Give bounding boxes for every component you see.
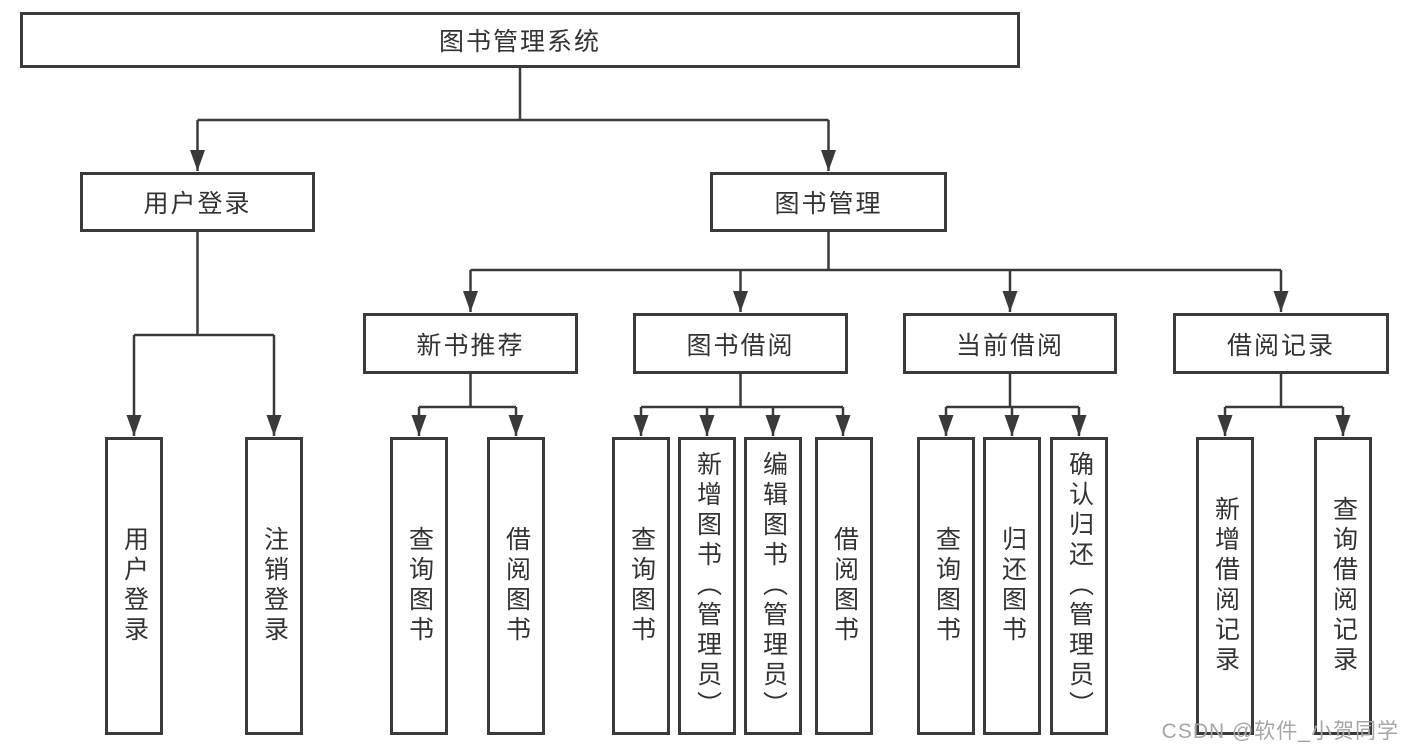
- leaf-user-login: 用户登录: [105, 437, 163, 735]
- node-label: 借阅图书: [502, 526, 531, 646]
- node-book-management-branch: 图书管理: [710, 172, 947, 232]
- leaf-query-books-recommend: 查询图书: [390, 437, 448, 735]
- node-label: 新增借阅记录: [1211, 496, 1240, 676]
- node-label: 用户登录: [143, 190, 252, 218]
- node-label: 借阅记录: [1226, 331, 1335, 360]
- node-label: 新书推荐: [416, 331, 525, 360]
- node-label: 图书管理: [774, 190, 883, 218]
- leaf-query-books-current: 查询图书: [917, 437, 975, 735]
- node-label: 查询图书: [932, 526, 961, 646]
- node-label: 图书借阅: [686, 331, 795, 360]
- leaf-return-books: 归还图书: [983, 437, 1041, 735]
- leaf-edit-books-admin: 编辑图书（管理员）: [744, 437, 802, 735]
- node-label: 图书管理系统: [438, 28, 601, 56]
- leaf-confirm-return-admin: 确认归还（管理员）: [1050, 437, 1108, 735]
- node-label: 编辑图书（管理员）: [759, 451, 788, 721]
- node-label: 查询图书: [405, 526, 434, 646]
- node-label: 借阅图书: [830, 526, 859, 646]
- leaf-add-books-admin: 新增图书（管理员）: [678, 437, 736, 735]
- node-label: 新增图书（管理员）: [693, 451, 722, 721]
- csdn-watermark: CSDN @软件_小贺同学: [1161, 720, 1399, 743]
- node-new-book-recommend: 新书推荐: [363, 313, 578, 374]
- node-book-borrowing: 图书借阅: [633, 313, 848, 374]
- node-label: 注销登录: [260, 526, 289, 646]
- leaf-borrow-books: 借阅图书: [815, 437, 873, 735]
- leaf-borrow-books-recommend: 借阅图书: [487, 437, 545, 735]
- node-label: 确认归还（管理员）: [1065, 451, 1094, 721]
- leaf-query-borrow-record: 查询借阅记录: [1314, 437, 1372, 735]
- node-label: 查询图书: [627, 526, 656, 646]
- leaf-add-borrow-record: 新增借阅记录: [1196, 437, 1254, 735]
- node-label: 当前借阅: [955, 331, 1064, 360]
- leaf-query-books-borrowing: 查询图书: [612, 437, 670, 735]
- node-label: 归还图书: [998, 526, 1027, 646]
- node-book-management-system: 图书管理系统: [20, 12, 1020, 68]
- node-current-borrowing: 当前借阅: [903, 313, 1117, 374]
- node-label: 用户登录: [120, 526, 149, 646]
- node-borrowing-records: 借阅记录: [1173, 313, 1389, 374]
- node-label: 查询借阅记录: [1329, 496, 1358, 676]
- node-user-login-branch: 用户登录: [80, 172, 315, 232]
- leaf-logout: 注销登录: [245, 437, 303, 735]
